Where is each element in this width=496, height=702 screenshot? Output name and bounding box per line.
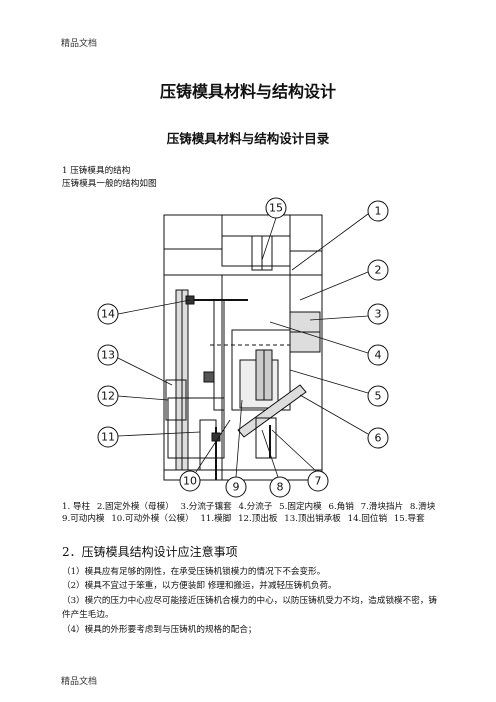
callout-label-6: 6 xyxy=(375,432,382,445)
section2-item: （4）模具的外形要考虑到与压铸机的规格的配合； xyxy=(62,624,257,635)
callout-13 xyxy=(97,344,119,366)
callout-7 xyxy=(307,470,329,492)
callout-label-13: 13 xyxy=(101,349,115,362)
section1-intro: 压铸模具一般的结构如图 xyxy=(62,179,157,189)
callout-label-10: 10 xyxy=(183,475,197,488)
parts-list-item: 8.滑块 xyxy=(409,502,436,512)
callout-label-12: 12 xyxy=(101,390,115,403)
callout-1 xyxy=(367,200,389,222)
section2-heading: 2．压铸模具结构设计应注意事项 xyxy=(62,545,238,559)
section2-item: （3）模穴的压力中心应尽可能接近压铸机合模力的中心，以防压铸机受力不均，造成锁模… xyxy=(62,595,438,621)
callout-label-2: 2 xyxy=(375,264,382,277)
parts-list-item: 4.分流子 xyxy=(238,502,273,512)
callout-2 xyxy=(367,259,389,281)
parts-list-item: 12.顶出板 xyxy=(238,514,278,524)
callout-8 xyxy=(269,476,291,498)
page-subtitle: 压铸模具材料与结构设计目录 xyxy=(166,131,330,146)
callout-label-4: 4 xyxy=(375,349,382,362)
parts-list-item: 9.可动内模 xyxy=(62,514,105,524)
section2-item: （1）模具应有足够的刚性，在承受压铸机锁模力的情况下不会变形。 xyxy=(62,567,326,577)
parts-list-item: 11.模脚 xyxy=(200,514,232,524)
parts-list-item: 14.回位销 xyxy=(347,514,388,524)
callout-label-1: 1 xyxy=(375,205,382,218)
callout-3 xyxy=(367,303,389,325)
section2-body: （1）模具应有足够的刚性，在承受压铸机锁模力的情况下不会变形。 （2）模具不宜过… xyxy=(62,565,437,637)
callout-label-11: 11 xyxy=(101,431,115,444)
parts-list-item: 7.滑块挡片 xyxy=(360,502,404,512)
callout-6 xyxy=(367,427,389,449)
callout-label-3: 3 xyxy=(375,308,382,321)
parts-list-item: 3.分流子镶套 xyxy=(180,502,232,512)
parts-list-item: 13.顶出销承板 xyxy=(284,514,341,524)
parts-list-item: 15.导套 xyxy=(393,514,425,524)
page-title: 压铸模具材料与结构设计 xyxy=(159,82,336,101)
callout-11 xyxy=(97,426,119,448)
header-watermark: 精品文档 xyxy=(61,39,98,49)
callout-label-8: 8 xyxy=(277,481,284,494)
section2-item: （2）模具不宜过于笨重，以方便装卸 修理和搬运，并减轻压铸机负荷。 xyxy=(62,581,337,592)
callout-10 xyxy=(179,470,201,492)
callout-label-5: 5 xyxy=(375,390,382,403)
callout-4 xyxy=(367,344,389,366)
section1-heading: 1 压铸模具的结构 xyxy=(62,166,131,176)
callout-label-14: 14 xyxy=(101,308,115,321)
parts-list-item: 6.角销 xyxy=(328,502,354,512)
parts-list-item: 1. 导柱 xyxy=(62,502,91,512)
callout-label-9: 9 xyxy=(233,481,240,494)
callout-label-7: 7 xyxy=(315,475,322,488)
callout-5 xyxy=(367,385,389,407)
footer-watermark: 精品文档 xyxy=(61,677,98,687)
parts-list: 1. 导柱 2.固定外模（母模） 3.分流子镶套 4.分流子 5.固定内模 6.… xyxy=(62,501,442,525)
parts-list-item: 10.可动外模（公模） xyxy=(111,514,194,524)
parts-list-item: 5.固定内模 xyxy=(279,502,322,512)
callout-label-15: 15 xyxy=(269,202,283,215)
parts-list-item: 2.固定外模（母模） xyxy=(96,502,174,512)
